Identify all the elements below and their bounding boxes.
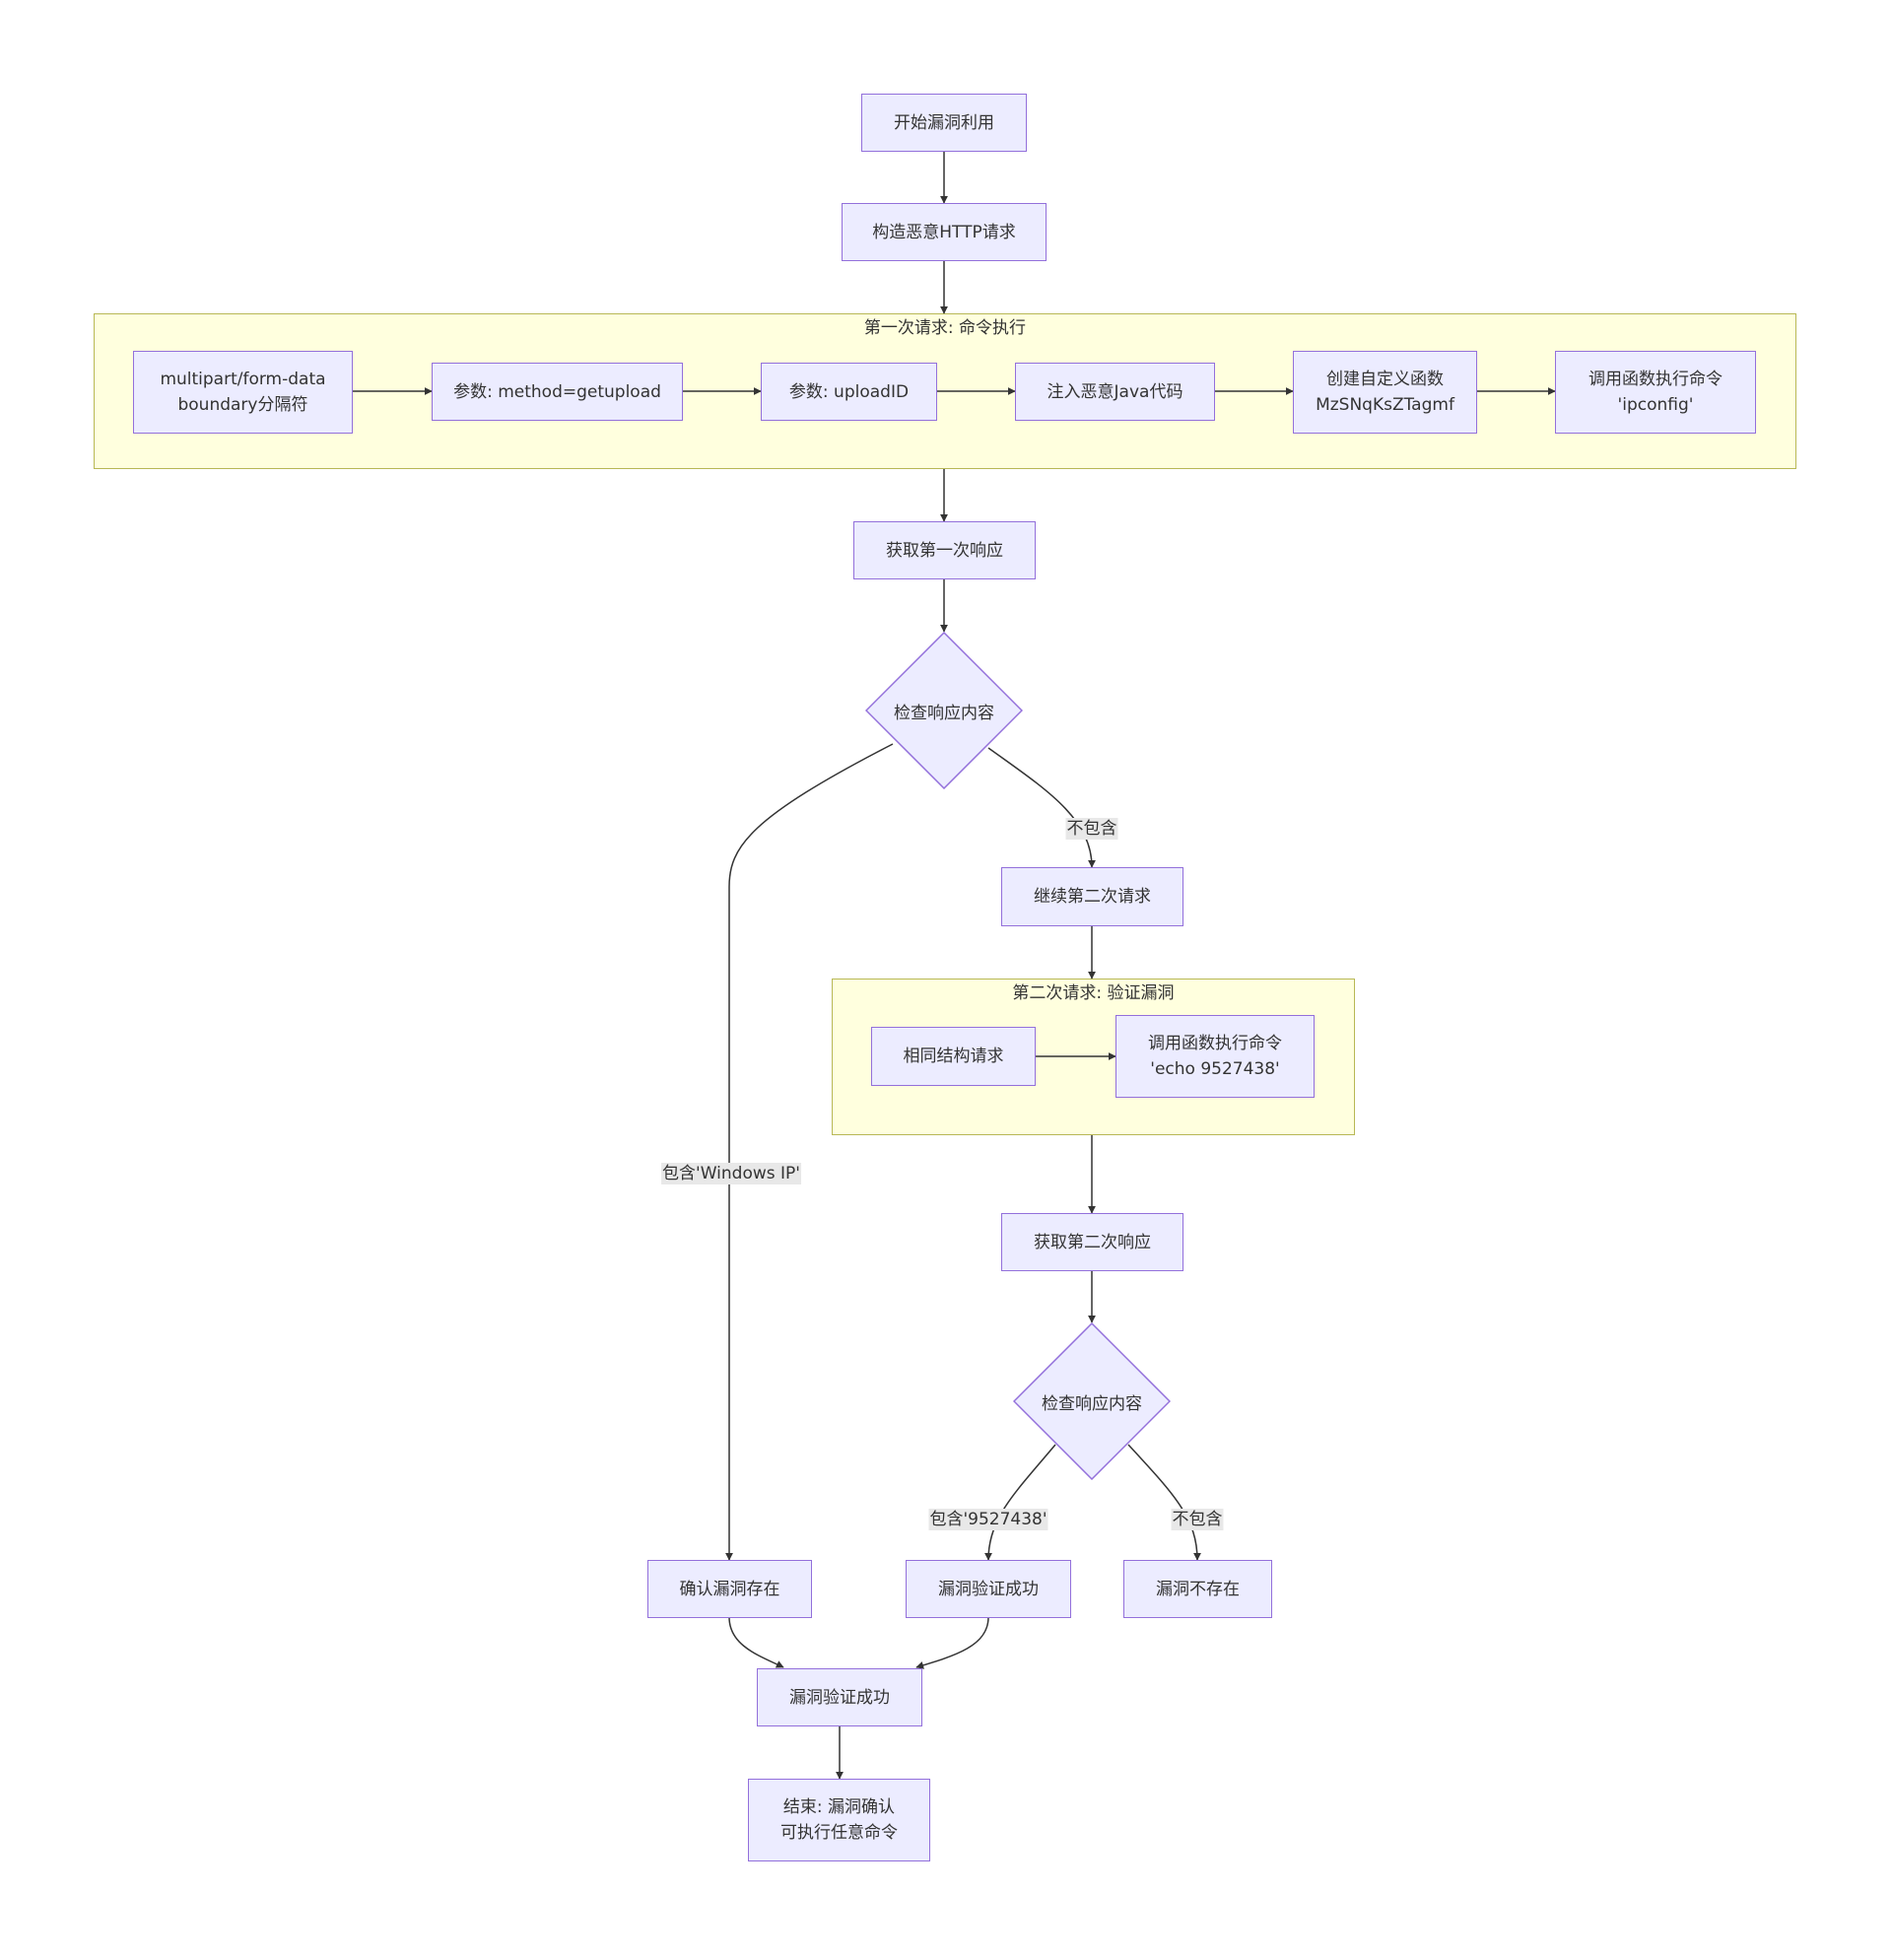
node-start[interactable]: 开始漏洞利用 xyxy=(861,94,1027,152)
edge-check2-notexists xyxy=(1127,1444,1201,1561)
edge-label-not-contain-1: 不包含 xyxy=(1065,818,1118,840)
node-verify-success-a[interactable]: 漏洞验证成功 xyxy=(906,1560,1071,1618)
node-get-second-response[interactable]: 获取第二次响应 xyxy=(1001,1213,1183,1271)
edge-label-contains-9527438: 包含'9527438' xyxy=(928,1509,1048,1530)
node-check-response-2[interactable]: 检查响应内容 xyxy=(1013,1322,1171,1480)
edge-check2-verifya xyxy=(984,1444,1056,1561)
diamond-shape xyxy=(1013,1322,1171,1480)
edge-label-contains-windows-ip: 包含'Windows IP' xyxy=(661,1163,801,1184)
edge-verifya-verifyb xyxy=(915,1616,989,1669)
cluster-title-first-request: 第一次请求: 命令执行 xyxy=(863,318,1027,338)
node-continue-second-request[interactable]: 继续第二次请求 xyxy=(1001,867,1183,926)
edge-check1-confirm xyxy=(725,743,894,1561)
node-same-structure-request[interactable]: 相同结构请求 xyxy=(871,1027,1036,1086)
node-get-first-response[interactable]: 获取第一次响应 xyxy=(853,521,1036,579)
node-call-echo[interactable]: 调用函数执行命令 'echo 9527438' xyxy=(1115,1015,1315,1098)
node-end[interactable]: 结束: 漏洞确认 可执行任意命令 xyxy=(748,1779,930,1861)
node-confirm-exists[interactable]: 确认漏洞存在 xyxy=(647,1560,812,1618)
edge-confirm-verifyb xyxy=(728,1616,784,1668)
node-not-exists[interactable]: 漏洞不存在 xyxy=(1123,1560,1272,1618)
check-response-2-label: 检查响应内容 xyxy=(1042,1393,1142,1414)
edge-label-not-contain-2: 不包含 xyxy=(1171,1509,1224,1530)
node-inject-java[interactable]: 注入恶意Java代码 xyxy=(1015,363,1215,421)
node-call-ipconfig[interactable]: 调用函数执行命令 'ipconfig' xyxy=(1555,351,1756,434)
node-param-method[interactable]: 参数: method=getupload xyxy=(432,363,683,421)
node-create-function[interactable]: 创建自定义函数 MzSNqKsZTagmf xyxy=(1293,351,1477,434)
node-construct-http-request[interactable]: 构造恶意HTTP请求 xyxy=(842,203,1047,261)
diamond-shape xyxy=(865,632,1023,789)
node-param-uploadid[interactable]: 参数: uploadID xyxy=(761,363,937,421)
node-multipart-boundary[interactable]: multipart/form-data boundary分隔符 xyxy=(133,351,353,434)
node-check-response-1[interactable]: 检查响应内容 xyxy=(865,632,1023,789)
check-response-1-label: 检查响应内容 xyxy=(894,703,994,723)
edge-check1-continue xyxy=(987,747,1096,868)
node-verify-success-b[interactable]: 漏洞验证成功 xyxy=(757,1668,922,1726)
cluster-title-second-request: 第二次请求: 验证漏洞 xyxy=(1012,983,1175,1003)
